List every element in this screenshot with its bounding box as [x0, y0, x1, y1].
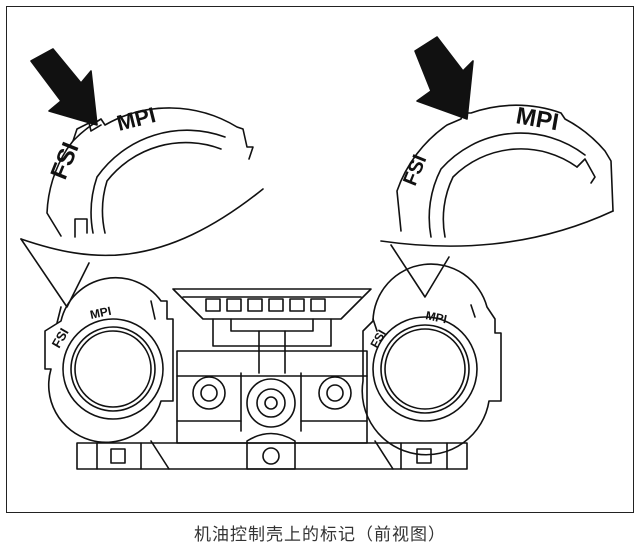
left-callout-bubble	[20, 188, 264, 308]
right-callout-bubble	[380, 210, 614, 298]
right-callout-mpi-label: MPI	[514, 102, 561, 136]
right-ring-fsi-label: FSI	[367, 327, 388, 350]
arrow-down-right-icon	[30, 48, 98, 126]
left-callout-fsi-label: FSI	[46, 139, 85, 184]
left-callout-mpi-label: MPI	[114, 102, 158, 136]
right-callout-fsi-label: FSI	[399, 152, 431, 189]
oil-control-housing-drawing: FSI MPI FSI MPI FSI MPI	[20, 36, 614, 470]
right-ring-mpi-label: MPI	[424, 308, 448, 326]
housing-body	[76, 288, 468, 470]
arrow-down-right-icon	[414, 36, 474, 120]
diagram-frame: FSI MPI FSI MPI FSI MPI	[6, 6, 634, 513]
right-callout-ring-detail: FSI MPI	[396, 102, 614, 238]
left-ring-mpi-label: MPI	[89, 304, 113, 322]
right-oil-control-ring: FSI MPI	[361, 263, 502, 456]
figure-caption: 机油控制壳上的标记（前视图）	[194, 525, 446, 545]
left-callout-ring-detail: FSI MPI	[46, 102, 254, 238]
